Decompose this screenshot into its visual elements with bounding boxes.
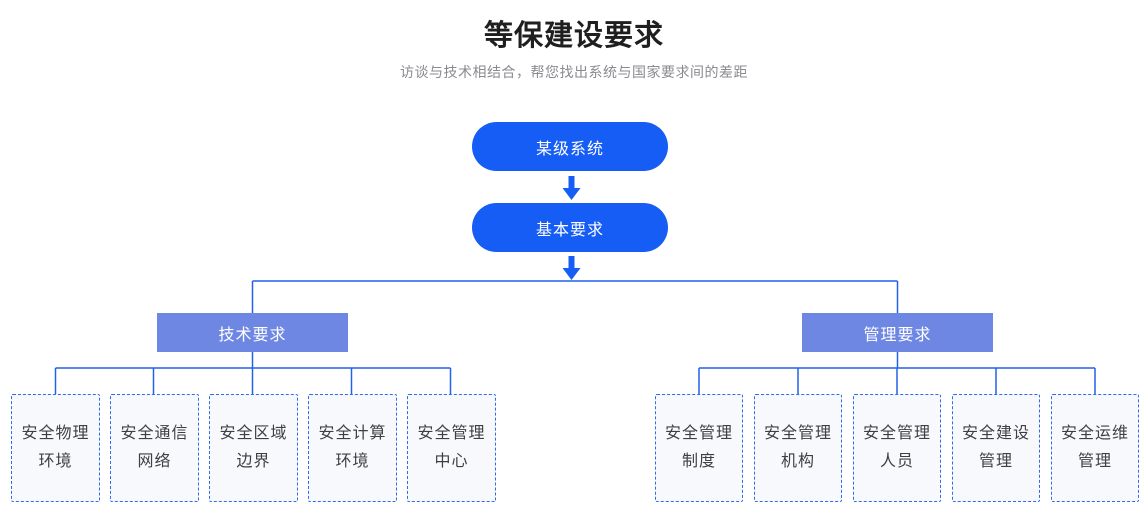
node-branch-technical: 技术要求 [157, 313, 348, 352]
child-node-label-line1: 安全建设 [961, 425, 1030, 442]
child-node: 安全物理 环境 [11, 394, 100, 502]
down-arrow-icon [562, 256, 581, 280]
child-node-label-line2: 管理 [1077, 453, 1112, 470]
page-subtitle: 访谈与技术相结合，帮您找出系统与国家要求间的差距 [400, 64, 748, 80]
child-node-label-line2: 管理 [978, 453, 1013, 470]
child-node: 安全运维 管理 [1051, 394, 1139, 502]
child-node-label-line1: 安全管理 [862, 425, 931, 442]
child-node-label-line2: 制度 [681, 453, 716, 470]
management-children-group: 安全管理 制度 安全管理 机构 安全管理 人员 安全建设 管理 安全运维 管理 [655, 394, 1139, 502]
child-node: 安全管理 机构 [754, 394, 842, 502]
child-node: 安全管理 人员 [853, 394, 941, 502]
node-branch-management: 管理要求 [802, 313, 993, 352]
child-node: 安全区域 边界 [209, 394, 298, 502]
child-node-label-line2: 人员 [879, 453, 914, 470]
node-root-system: 某级系统 [472, 122, 668, 171]
child-node: 安全管理 制度 [655, 394, 743, 502]
child-node-label-line1: 安全计算 [318, 425, 387, 442]
child-node-label-line2: 边界 [236, 453, 271, 470]
technical-children-group: 安全物理 环境 安全通信 网络 安全区域 边界 安全计算 环境 安全管理 中心 [11, 394, 496, 502]
child-node: 安全管理 中心 [407, 394, 496, 502]
child-node-label-line1: 安全管理 [664, 425, 733, 442]
child-node-label-line1: 安全通信 [120, 425, 189, 442]
down-arrow-icon [562, 176, 581, 200]
child-node-label-line1: 安全管理 [763, 425, 832, 442]
child-node-label-line2: 环境 [38, 453, 73, 470]
child-node-label-line2: 机构 [780, 453, 815, 470]
child-node: 安全建设 管理 [952, 394, 1040, 502]
child-node-label-line2: 环境 [335, 453, 370, 470]
node-basic-requirements: 基本要求 [472, 203, 668, 252]
child-node-label-line1: 安全物理 [21, 425, 90, 442]
child-node: 安全通信 网络 [110, 394, 199, 502]
child-node-label-line1: 安全管理 [417, 425, 486, 442]
child-node-label-line1: 安全运维 [1060, 425, 1129, 442]
child-node-label-line2: 中心 [434, 453, 469, 470]
child-node-label-line2: 网络 [137, 453, 172, 470]
child-node: 安全计算 环境 [308, 394, 397, 502]
page-title: 等保建设要求 [483, 20, 664, 52]
child-node-label-line1: 安全区域 [219, 425, 288, 442]
